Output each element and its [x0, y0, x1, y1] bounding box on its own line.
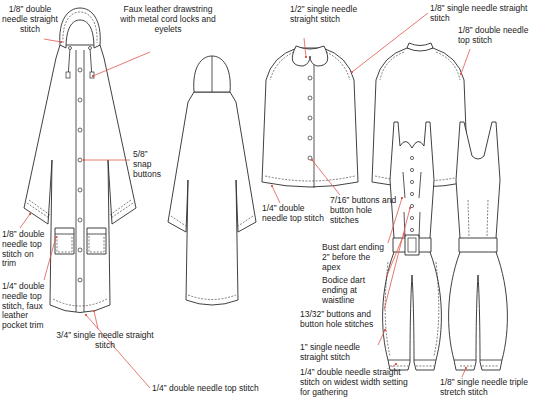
callout-label: 1/2” single needle straight stitch	[290, 5, 360, 25]
callout-label: 1” single needle straight stitch	[300, 343, 376, 363]
callout-label: Bodice dart ending at waistline	[322, 276, 384, 305]
callout-label: 1/8” double needle straight stitch	[2, 5, 58, 34]
callout-label: 7/16” buttons and button hole stitches	[330, 196, 400, 225]
leader-lines	[20, 13, 470, 388]
raincoat-back	[168, 56, 256, 305]
callout-label: 1/4” double needle top stitch, faux leat…	[2, 282, 48, 331]
callout-label: 1/4” double needle straight stitch on wi…	[300, 368, 408, 397]
jumpsuit-front	[383, 122, 442, 370]
callout-label: Faux leather drawstring with metal cord …	[118, 5, 218, 34]
callout-label: 1/8” double needle top stitch on trim	[2, 230, 48, 269]
callout-label: 1/4” double needle top stitch	[262, 204, 326, 224]
raincoat-front	[24, 8, 136, 313]
callout-label: 1/8” double needle top stitch	[458, 26, 538, 46]
callout-label: 1/4” double needle top stitch	[152, 384, 282, 394]
cape-front	[262, 46, 358, 188]
jumpsuit-back	[449, 122, 508, 370]
callout-label: 13/32” buttons and button hole stitches	[300, 310, 380, 330]
callout-label: Bust dart ending 2” before the apex	[322, 243, 386, 272]
callout-label: 5/8” snap buttons	[133, 150, 165, 179]
callout-label: 3/4” single needle straight stitch	[55, 331, 155, 351]
callout-label: 1/8” single needle triple stretch stitch	[440, 378, 540, 398]
callout-label: 1/8” single needle straight stitch	[430, 4, 530, 24]
